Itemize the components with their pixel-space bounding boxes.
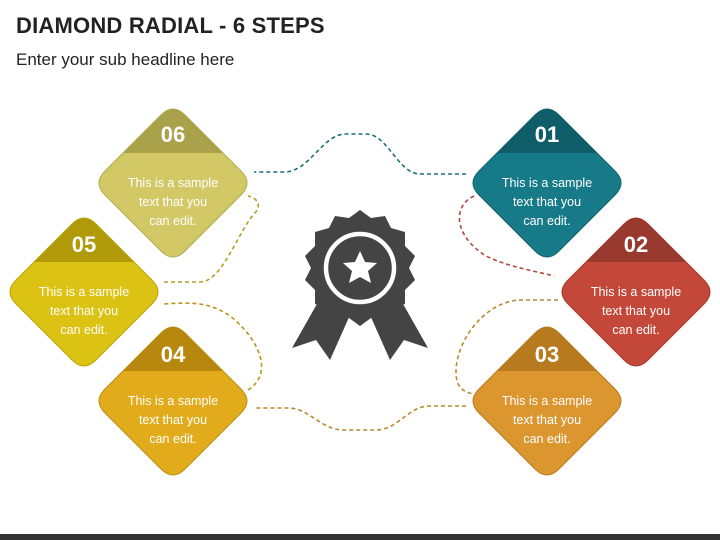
connector-01 — [254, 133, 466, 175]
connector-03-04 — [254, 405, 466, 431]
step-01-number: 01 — [534, 122, 560, 147]
connector-02-03 — [455, 299, 558, 395]
step-06-number: 06 — [160, 122, 186, 147]
step-01-text: This is a sample text that you can edit. — [501, 176, 593, 228]
step-03-text: This is a sample text that you can edit. — [501, 394, 593, 446]
step-04-number: 04 — [160, 342, 186, 367]
connector-04-05 — [163, 302, 263, 391]
award-badge-star-icon — [292, 210, 428, 360]
step-04-text: This is a sample text that you can edit. — [127, 394, 219, 446]
page-subtitle: Enter your sub headline here — [16, 50, 235, 69]
bottom-bar — [0, 534, 720, 540]
step-05-text: This is a sample text that you can edit. — [38, 285, 130, 337]
step-02-text: This is a sample text that you can edit. — [590, 285, 682, 337]
step-06-text: This is a sample text that you can edit. — [127, 176, 219, 228]
page-title: DIAMOND RADIAL - 6 STEPS — [16, 13, 325, 38]
step-02-number: 02 — [623, 232, 649, 257]
step-05-number: 05 — [71, 232, 97, 257]
step-03-number: 03 — [534, 342, 560, 367]
connector-05-06 — [164, 195, 260, 283]
